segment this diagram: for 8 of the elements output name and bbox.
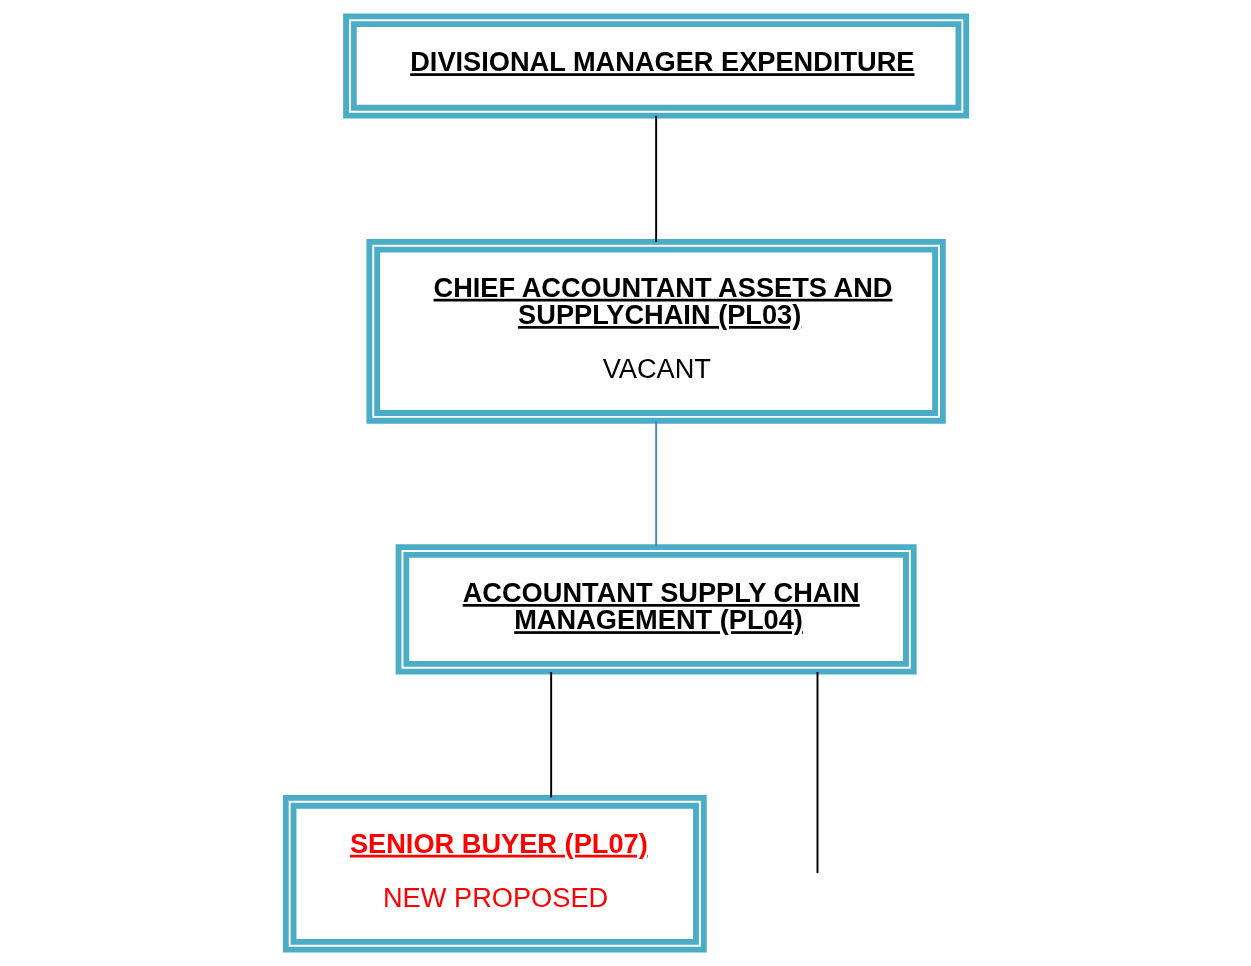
- node-box: ACCOUNTANT SUPPLY CHAIN MANAGEMENT (PL04): [395, 544, 917, 675]
- connector: [816, 671, 818, 874]
- node-box: CHIEF ACCOUNTANT ASSETS AND SUPPLYCHAIN (PL03) VACANT: [365, 239, 946, 424]
- connector: [549, 671, 552, 799]
- connector: [654, 419, 657, 548]
- connector: [654, 114, 657, 243]
- node-box: SENIOR BUYER (PL07) NEW PROPOSED: [282, 795, 707, 953]
- node-box: DIVISIONAL MANAGER EXPENDITURE: [342, 13, 969, 119]
